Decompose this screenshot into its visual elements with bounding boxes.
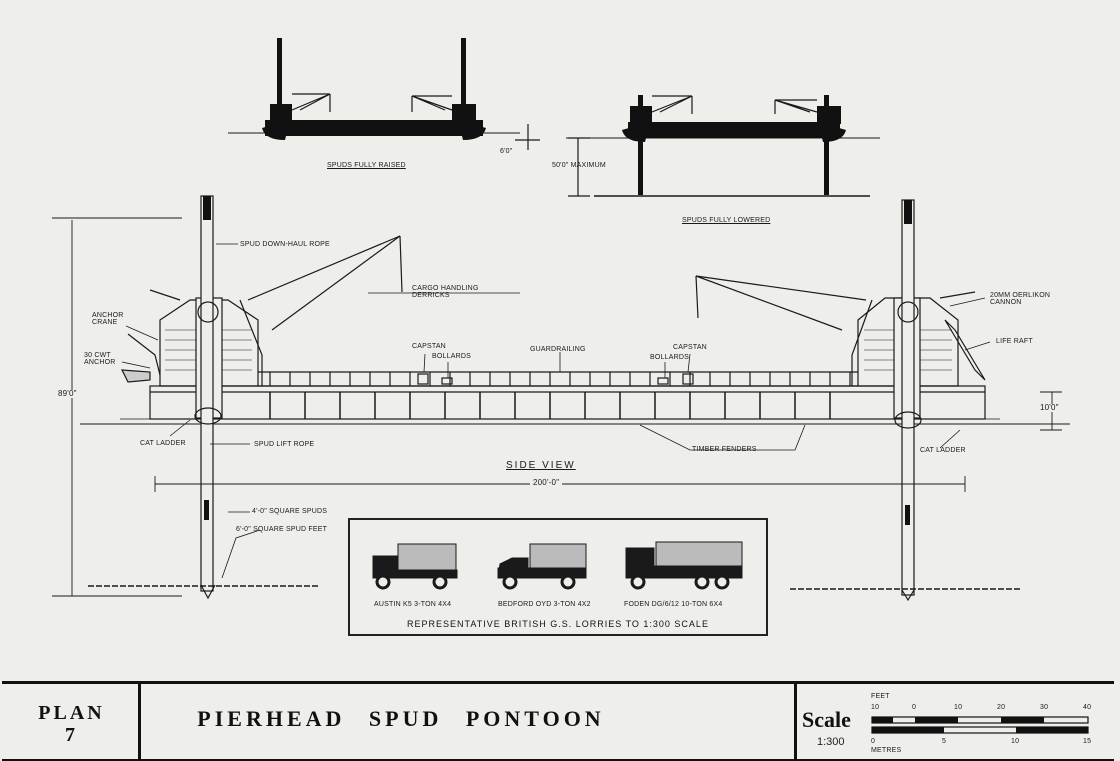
scale-ratio: 1:300 (817, 736, 845, 748)
spuds-lowered-view (566, 95, 880, 197)
scale-bar (871, 716, 1089, 734)
scale-metres-unit: METRES (871, 747, 902, 754)
scale-metre-tick: 10 (1011, 738, 1020, 745)
lorry-name: AUSTIN K5 3-TON 4x4 (374, 601, 452, 608)
scale-cell: Scale 1:300 FEET METRES 10 0 10 20 30 40… (797, 684, 1114, 759)
label-timber-fenders: TIMBER FENDERS (692, 446, 757, 453)
label-anchor: 30 CWT ANCHOR (84, 352, 116, 366)
lorry-caption: REPRESENTATIVE BRITISH G.S. LORRIES TO 1… (407, 619, 709, 629)
label-bollards-right: BOLLARDS (650, 354, 689, 361)
title-block: PLAN 7 PIERHEAD SPUD PONTOON Scale 1:300… (2, 681, 1114, 761)
label-cat-ladder-right: CAT LADDER (920, 447, 966, 454)
leader-lines (121, 243, 991, 579)
label-bollards-left: BOLLARDS (432, 353, 471, 360)
left-spud-tower (120, 195, 403, 600)
scale-feet-tick: 10 (954, 704, 963, 711)
side-view-hull (80, 371, 1070, 425)
plan-label: PLAN (38, 702, 105, 724)
scale-metre-tick: 15 (1083, 738, 1092, 745)
label-anchor-crane: ANCHOR CRANE (92, 312, 124, 326)
label-capstan-right: CAPSTAN (673, 344, 707, 351)
scale-metre-tick: 0 (871, 738, 876, 745)
lorry-austin (372, 543, 458, 590)
freeboard: 10'0" (1040, 403, 1059, 412)
label-guardrailing: GUARDRAILING (530, 346, 586, 353)
lowered-dimension: 50'0" MAXIMUM (552, 162, 606, 169)
drawing-title: PIERHEAD SPUD PONTOON (197, 706, 605, 731)
lorry-scale-box: AUSTIN K5 3-TON 4x4 BEDFORD OYD 3-TON 4x… (348, 518, 768, 636)
raised-dimension: 6'0" (500, 148, 513, 155)
overall-length: 200'-0" (530, 479, 563, 487)
drawing-title-cell: PIERHEAD SPUD PONTOON (141, 684, 797, 759)
scale-feet-tick: 40 (1083, 704, 1092, 711)
label-capstan-left: CAPSTAN (412, 343, 446, 350)
technical-drawing (52, 38, 1070, 602)
scale-word: Scale (802, 707, 851, 732)
label-cargo-derricks: CARGO HANDLING DERRICKS (412, 285, 479, 299)
plan-number: 7 (65, 724, 78, 746)
label-square-spuds: 4'-0" SQUARE SPUDS (252, 508, 328, 515)
scale-feet-tick: 30 (1040, 704, 1049, 711)
raised-caption: SPUDS FULLY RAISED (327, 162, 406, 169)
label-spud-lift-rope: SPUD LIFT ROPE (254, 441, 315, 448)
lorry-name: BEDFORD OYD 3-TON 4x2 (498, 601, 591, 608)
spud-height: 89'0" (58, 389, 77, 398)
spuds-raised-view (228, 38, 540, 150)
lorry-bedford (497, 543, 587, 590)
plan-number-cell: PLAN 7 (2, 684, 141, 759)
lowered-caption: SPUDS FULLY LOWERED (682, 217, 771, 224)
scale-feet-unit: FEET (871, 693, 890, 700)
right-spud-tower (695, 199, 986, 602)
lorry-name: FODEN DG/6/12 10-TON 6x4 (624, 601, 723, 608)
label-spud-downhaul-rope: SPUD DOWN-HAUL ROPE (240, 241, 330, 248)
scale-feet-tick: 20 (997, 704, 1006, 711)
scale-metre-tick: 5 (942, 738, 947, 745)
label-spud-feet: 6'-0" SQUARE SPUD FEET (236, 526, 328, 533)
label-oerlikon: 20MM OERLIKON CANNON (990, 292, 1051, 306)
lorry-foden (625, 541, 743, 590)
lorry-drawings (372, 541, 743, 590)
side-view-title: SIDE VIEW (506, 460, 576, 471)
scale-feet-tick: 10 (871, 704, 880, 711)
scale-feet-tick: 0 (912, 704, 917, 711)
label-life-raft: LIFE RAFT (996, 338, 1033, 345)
label-cat-ladder-left: CAT LADDER (140, 440, 186, 447)
